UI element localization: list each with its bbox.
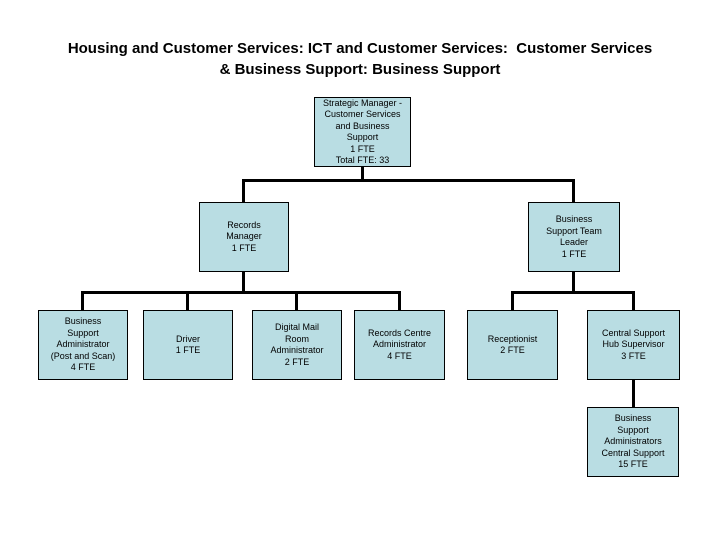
connector-line xyxy=(81,291,401,294)
connector-line xyxy=(186,291,189,310)
connector-line xyxy=(511,291,514,310)
connector-line xyxy=(242,179,245,202)
connector-line xyxy=(295,291,298,310)
connector-line xyxy=(361,167,364,181)
connector-line xyxy=(81,291,84,310)
page-title: Housing and Customer Services: ICT and C… xyxy=(67,40,653,78)
connector-line xyxy=(242,272,245,293)
connector-line xyxy=(632,291,635,310)
connector-line xyxy=(511,291,635,294)
connector-line xyxy=(242,179,575,182)
connector-line xyxy=(398,291,401,310)
connector-line xyxy=(572,272,575,293)
connector-line xyxy=(572,179,575,202)
connector-line xyxy=(632,380,635,407)
